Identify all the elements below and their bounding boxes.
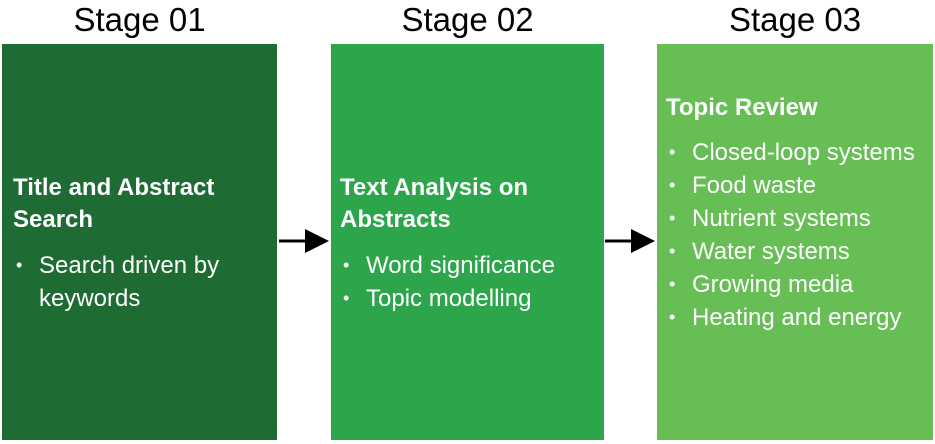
- stage-3-bullet: • Water systems: [666, 235, 925, 268]
- right-arrow-icon: [605, 229, 655, 253]
- stage-2-label: Stage 02: [401, 1, 534, 38]
- stage-2-bullet: • Word significance: [340, 249, 596, 282]
- bullet-dot-icon: •: [669, 175, 676, 195]
- stage-3-bullet: • Growing media: [666, 268, 925, 301]
- stage-1-label: Stage 01: [73, 1, 206, 38]
- stage-3-bullet-list: • Closed-loop systems • Food waste • Nut…: [666, 136, 925, 334]
- stage-2-bullet-text: Word significance: [366, 252, 555, 279]
- bullet-dot-icon: •: [669, 241, 676, 261]
- arrow-2-head: [631, 229, 655, 253]
- stage-1-bullet-text: Search driven by keywords: [39, 252, 220, 312]
- stage-3-bullet: • Heating and energy: [666, 301, 925, 334]
- stage-3-bullet-text: Heating and energy: [692, 304, 902, 331]
- stage-3-bullet: • Food waste: [666, 169, 925, 202]
- stage-3-label: Stage 03: [728, 1, 862, 38]
- stage-3-bullet: • Nutrient systems: [666, 202, 925, 235]
- stage-2-bullet: • Topic modelling: [340, 282, 596, 315]
- right-arrow-icon: [279, 229, 329, 253]
- stage-3-bullet-text: Water systems: [692, 238, 850, 265]
- stage-1-bullet-list: • Search driven by keywords: [13, 249, 267, 315]
- stage-3-box: Topic Review • Closed-loop systems • Foo…: [657, 44, 933, 440]
- stage-2-box: Text Analysis on Abstracts • Word signif…: [331, 44, 604, 440]
- stage-3-bullet-text: Closed-loop systems: [692, 139, 915, 166]
- arrow-1-head: [305, 229, 329, 253]
- stage-2-bullet-text: Topic modelling: [366, 285, 532, 312]
- stage-1-title: Title and Abstract Search: [13, 174, 215, 233]
- stage-3-bullet: • Closed-loop systems: [666, 136, 925, 169]
- stage-3-bullet-text: Growing media: [692, 271, 854, 298]
- stage-1-bullet: • Search driven by keywords: [13, 249, 267, 315]
- bullet-dot-icon: •: [669, 274, 676, 294]
- stage-1-box: Title and Abstract Search • Search drive…: [2, 44, 277, 440]
- stage-3-title: Topic Review: [666, 94, 818, 121]
- stage-3-bullet-text: Nutrient systems: [692, 205, 871, 232]
- bullet-dot-icon: •: [669, 142, 676, 162]
- bullet-dot-icon: •: [669, 307, 676, 327]
- bullet-dot-icon: •: [343, 288, 350, 308]
- stage-3-bullet-text: Food waste: [692, 172, 817, 199]
- bullet-dot-icon: •: [669, 208, 676, 228]
- stage-2-title: Text Analysis on Abstracts: [340, 174, 529, 233]
- stage-2-bullet-list: • Word significance • Topic modelling: [340, 249, 596, 315]
- bullet-dot-icon: •: [343, 255, 350, 275]
- bullet-dot-icon: •: [16, 255, 23, 275]
